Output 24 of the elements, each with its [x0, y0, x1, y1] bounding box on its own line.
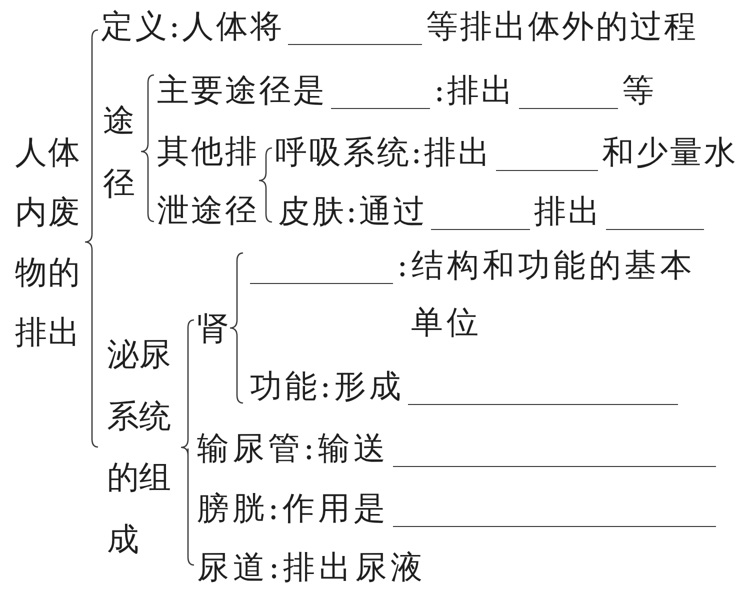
topic-text: 人体内废物的排出 — [15, 132, 82, 353]
item-text: 输尿管:输送 — [197, 430, 389, 466]
item-text: 膀胱:作用是 — [197, 490, 389, 526]
item-text: 尿道:排出尿液 — [197, 549, 426, 585]
item-text: 和少量水 — [602, 134, 738, 170]
branch-text: 其他排泄途径 — [157, 130, 260, 230]
branch-text: 途径 — [103, 100, 136, 204]
curly-brace — [84, 29, 99, 448]
curly-brace — [140, 74, 155, 222]
curly-brace — [258, 147, 273, 223]
item-text: 皮肤:通过 — [278, 193, 427, 229]
item-text: :结构和功能的基本单位 — [397, 244, 696, 342]
curly-brace — [229, 252, 244, 404]
item-text: 主要途径是 — [157, 72, 327, 108]
item-text: 等 — [622, 72, 656, 108]
item-text: 功能:形成 — [250, 368, 404, 404]
item-text: 呼吸系统:排出 — [275, 134, 492, 170]
branch-text: 泌尿系统的组成 — [107, 334, 172, 560]
item-text: :排出 — [434, 72, 515, 108]
curly-brace — [180, 319, 195, 566]
item-text: 排出 — [534, 193, 602, 229]
item-text: 定义:人体将 — [101, 8, 284, 44]
item-text: 等排出体外的过程 — [426, 8, 698, 44]
branch-text: 肾 — [197, 310, 230, 346]
